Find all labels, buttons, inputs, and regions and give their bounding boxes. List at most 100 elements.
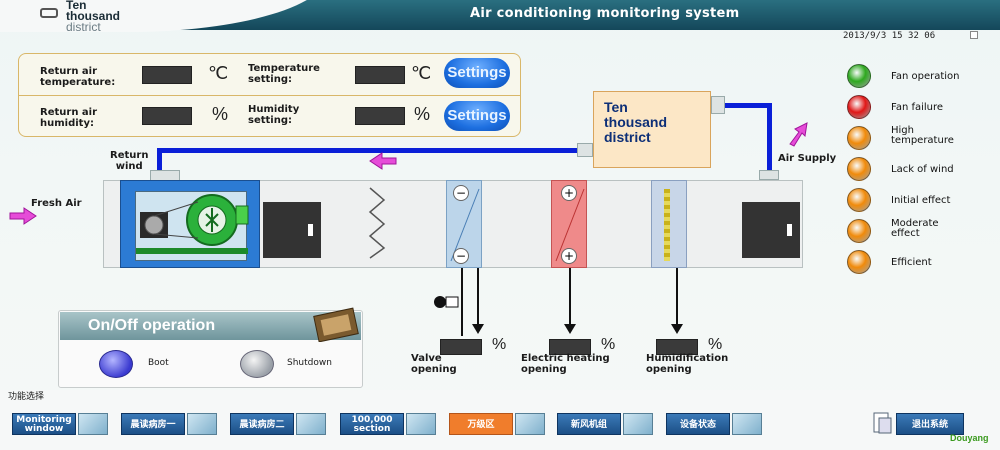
- access-door: [263, 202, 321, 258]
- nav-button-icon[interactable]: [78, 413, 108, 435]
- valve-signal-line: [461, 268, 463, 336]
- status-lamp: [847, 250, 871, 274]
- status-lamp: [847, 126, 871, 150]
- valve-actuator-icon: [434, 296, 459, 308]
- nav-button[interactable]: 100,000 section: [340, 413, 404, 435]
- humidifier: [651, 180, 687, 268]
- shutdown-button[interactable]: [240, 350, 274, 378]
- return-duct: [157, 148, 581, 153]
- humidification-display: [656, 339, 698, 355]
- nav-button[interactable]: 新风机组: [557, 413, 621, 435]
- valve-signal-line: [477, 268, 479, 328]
- electric-heating-display: [549, 339, 591, 355]
- down-arrow-icon: [671, 324, 683, 334]
- return-wind-label: Return wind: [110, 150, 149, 172]
- nav-button-icon[interactable]: [515, 413, 545, 435]
- humidity-setting-display: [355, 107, 405, 125]
- plus-indicator: +: [561, 248, 577, 264]
- shutdown-label: Shutdown: [287, 358, 332, 368]
- exit-icon: [873, 412, 892, 434]
- return-air-humidity-display: [142, 107, 192, 125]
- nav-button[interactable]: 晨读病房一: [121, 413, 185, 435]
- humidity-setting-label: Humidity setting:: [248, 104, 300, 126]
- valve-opening-display: [440, 339, 482, 355]
- return-duct-vertical: [157, 148, 162, 172]
- logo-icon: [40, 8, 58, 18]
- electric-heating-label: Electric heating opening: [521, 353, 610, 375]
- air-supply-label: Air Supply: [778, 153, 837, 164]
- fresh-air-label: Fresh Air: [31, 198, 82, 209]
- return-flow-arrow-icon: [369, 152, 397, 170]
- unit-percent: %: [492, 336, 507, 353]
- nav-button[interactable]: 晨读病房二: [230, 413, 294, 435]
- nav-button-icon[interactable]: [623, 413, 653, 435]
- panel-divider: [19, 95, 520, 96]
- unit-percent: %: [601, 336, 616, 353]
- nav-button-icon[interactable]: [732, 413, 762, 435]
- exit-button[interactable]: 退出系统: [896, 413, 964, 435]
- duct-flange: [711, 96, 725, 114]
- datetime-readout: 2013/9/3 15 32 06: [843, 31, 936, 41]
- humidification-label: Humidification opening: [646, 353, 729, 375]
- function-select-label: 功能选择: [8, 392, 45, 402]
- status-lamp-label: Fan operation: [891, 71, 960, 82]
- unit-percent: %: [212, 104, 229, 124]
- nav-button-icon[interactable]: [296, 413, 326, 435]
- return-air-humidity-label: Return air humidity:: [40, 107, 98, 129]
- humidity-settings-button[interactable]: Settings: [444, 101, 510, 131]
- fan-motor-icon: [136, 194, 249, 254]
- humidifier-signal-line: [676, 268, 678, 328]
- nav-button-icon[interactable]: [187, 413, 217, 435]
- temperature-setting-display: [355, 66, 405, 84]
- nav-button[interactable]: 设备状态: [666, 413, 730, 435]
- status-lamp-label: Initial effect: [891, 195, 951, 206]
- logo-line: district: [66, 20, 101, 34]
- plus-indicator: +: [561, 185, 577, 201]
- nav-button[interactable]: Monitoring window: [12, 413, 76, 435]
- setpoint-panel: [18, 53, 521, 137]
- minus-indicator: −: [453, 185, 469, 201]
- heating-signal-line: [569, 268, 571, 328]
- status-lamp: [847, 219, 871, 243]
- access-door: [742, 202, 800, 258]
- logo-line: Ten: [66, 0, 87, 12]
- film-strip-icon: [313, 307, 359, 342]
- down-arrow-icon: [564, 324, 576, 334]
- boot-label: Boot: [148, 358, 169, 368]
- logo-text: Ten thousand district: [66, 0, 156, 33]
- unit-celsius: ℃: [208, 63, 229, 83]
- air-supply-arrow-icon: [789, 122, 808, 147]
- return-air-temperature-label: Return air temperature:: [40, 66, 116, 88]
- duct-flange: [577, 143, 593, 157]
- unit-percent: %: [414, 104, 431, 124]
- page-title: Air conditioning monitoring system: [470, 6, 740, 21]
- return-air-temperature-display: [142, 66, 192, 84]
- nav-button[interactable]: 万级区: [449, 413, 513, 435]
- supply-damper: [759, 170, 779, 180]
- temperature-settings-button[interactable]: Settings: [444, 58, 510, 88]
- window-control[interactable]: [970, 31, 978, 39]
- onoff-title: On/Off operation: [60, 312, 361, 340]
- brand-logo: Douyang: [950, 433, 989, 443]
- boot-button[interactable]: [99, 350, 133, 378]
- unit-celsius: ℃: [411, 63, 432, 83]
- status-lamp-label: Efficient: [891, 257, 932, 268]
- district-box: Ten thousand district: [593, 91, 711, 168]
- status-lamp: [847, 188, 871, 212]
- status-lamp: [847, 157, 871, 181]
- status-lamp: [847, 64, 871, 88]
- logo-line: thousand: [66, 9, 120, 23]
- status-lamp-label: Lack of wind: [891, 164, 954, 175]
- supply-duct-horizontal: [720, 103, 772, 108]
- temperature-setting-label: Temperature setting:: [248, 63, 320, 85]
- supply-duct-vertical: [767, 103, 772, 171]
- minus-indicator: −: [453, 248, 469, 264]
- fresh-air-arrow-icon: [9, 207, 37, 225]
- valve-opening-label: Valve opening: [411, 353, 457, 375]
- nav-button-icon[interactable]: [406, 413, 436, 435]
- primary-filter-icon: [368, 187, 386, 259]
- unit-percent: %: [708, 336, 723, 353]
